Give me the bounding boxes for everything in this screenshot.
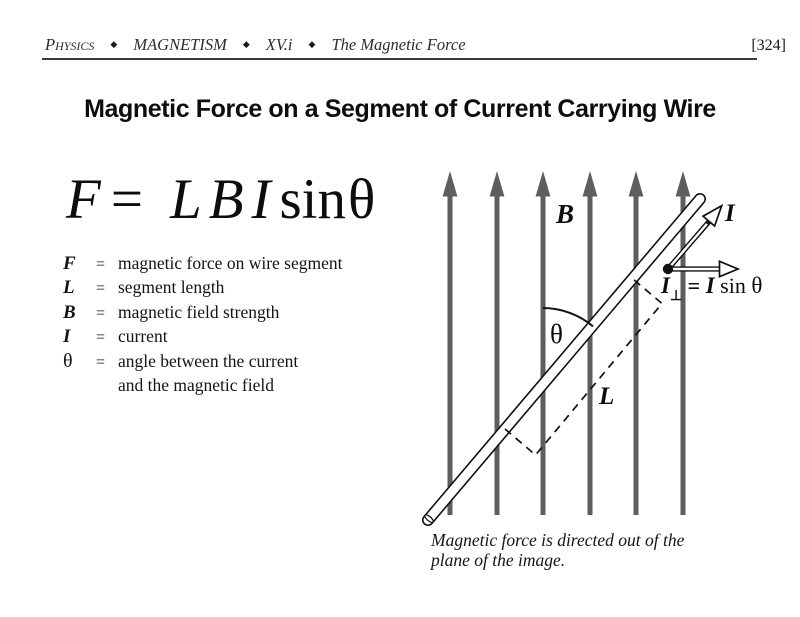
breadcrumb-topic: MAGNETISM [133, 35, 227, 54]
formula-field-symbol: B [208, 168, 244, 231]
current-label: I [724, 200, 736, 227]
breadcrumb-subject: Physics [45, 35, 95, 54]
formula-equals: = [110, 168, 143, 231]
formula-length-symbol: L [169, 168, 202, 231]
component-label-sin: sin [715, 273, 752, 298]
length-bracket [504, 278, 664, 457]
variable-row: B = magnetic field strength [63, 301, 343, 325]
component-label-equals: = [682, 273, 706, 298]
component-label: I⊥ = I sin θ [660, 273, 762, 304]
diagram-caption: Magnetic force is directed out of the pl… [431, 530, 685, 570]
vector-origin-dot [662, 263, 674, 275]
variable-definition: and the magnetic field [118, 375, 274, 396]
variable-definition: magnetic force on wire segment [118, 253, 343, 273]
page-header: Physics ◆ MAGNETISM ◆ XV.i ◆ The Magneti… [45, 35, 786, 55]
diamond-icon: ◆ [242, 39, 250, 49]
component-label-theta: θ [751, 273, 762, 298]
equals-sign: = [96, 353, 106, 371]
formula-current-symbol: I [251, 168, 271, 231]
diamond-icon: ◆ [110, 39, 118, 49]
component-label-i: I [660, 273, 671, 298]
formula-force-symbol: F [66, 168, 101, 231]
component-label-perp: ⊥ [670, 289, 682, 304]
variable-definition: current [118, 326, 168, 347]
field-arrow [628, 171, 644, 515]
variable-definition: segment length [118, 277, 225, 298]
formula: F = L B I sin θ [66, 171, 375, 228]
caption-line: Magnetic force is directed out of the [431, 530, 685, 550]
length-label: L [598, 383, 614, 410]
formula-sin: sin [279, 168, 347, 231]
diamond-icon: ◆ [308, 39, 316, 49]
page-number: [324] [751, 37, 786, 54]
field-label: B [555, 199, 574, 229]
equals-sign: = [96, 280, 106, 298]
field-arrow [535, 171, 551, 515]
variable-definition: magnetic field strength [118, 301, 280, 322]
breadcrumb-subtitle: The Magnetic Force [331, 35, 466, 54]
variable-row: F = magnetic force on wire segment [63, 252, 343, 276]
variable-list: F = magnetic force on wire segment L = s… [63, 252, 343, 396]
equals-sign: = [96, 256, 106, 273]
caption-line: plane of the image. [431, 549, 566, 570]
field-arrow [582, 171, 598, 515]
field-arrow [489, 171, 505, 515]
variable-symbol: B [63, 301, 76, 323]
equals-sign: = [96, 304, 106, 322]
variable-definition: angle between the current [118, 350, 299, 371]
perpendicular-component-arrow [668, 260, 741, 278]
wire-end-cap [424, 514, 434, 523]
variable-row: L = segment length [63, 276, 343, 300]
angle-arc [542, 307, 594, 328]
wire [422, 193, 706, 526]
field-arrow [442, 171, 458, 515]
formula-theta: θ [348, 168, 376, 231]
variable-row: θ = angle between the current [63, 350, 343, 374]
variable-row-continuation: and the magnetic field [63, 374, 343, 396]
equals-sign: = [96, 329, 106, 347]
variable-symbol: F [63, 253, 76, 274]
variable-row: I = current [63, 325, 343, 349]
variable-symbol: L [63, 277, 75, 299]
current-arrow [666, 203, 724, 271]
variable-symbol: I [63, 326, 71, 348]
page-title: Magnetic Force on a Segment of Current C… [84, 95, 716, 123]
angle-label: θ [550, 319, 563, 349]
breadcrumb-section: XV.i [265, 35, 293, 54]
magnetic-field-diagram: B I θ L I⊥ = I sin θ [422, 171, 762, 526]
component-label-i2: I [705, 273, 716, 298]
variable-symbol: θ [63, 349, 73, 372]
header-rule [42, 58, 757, 60]
